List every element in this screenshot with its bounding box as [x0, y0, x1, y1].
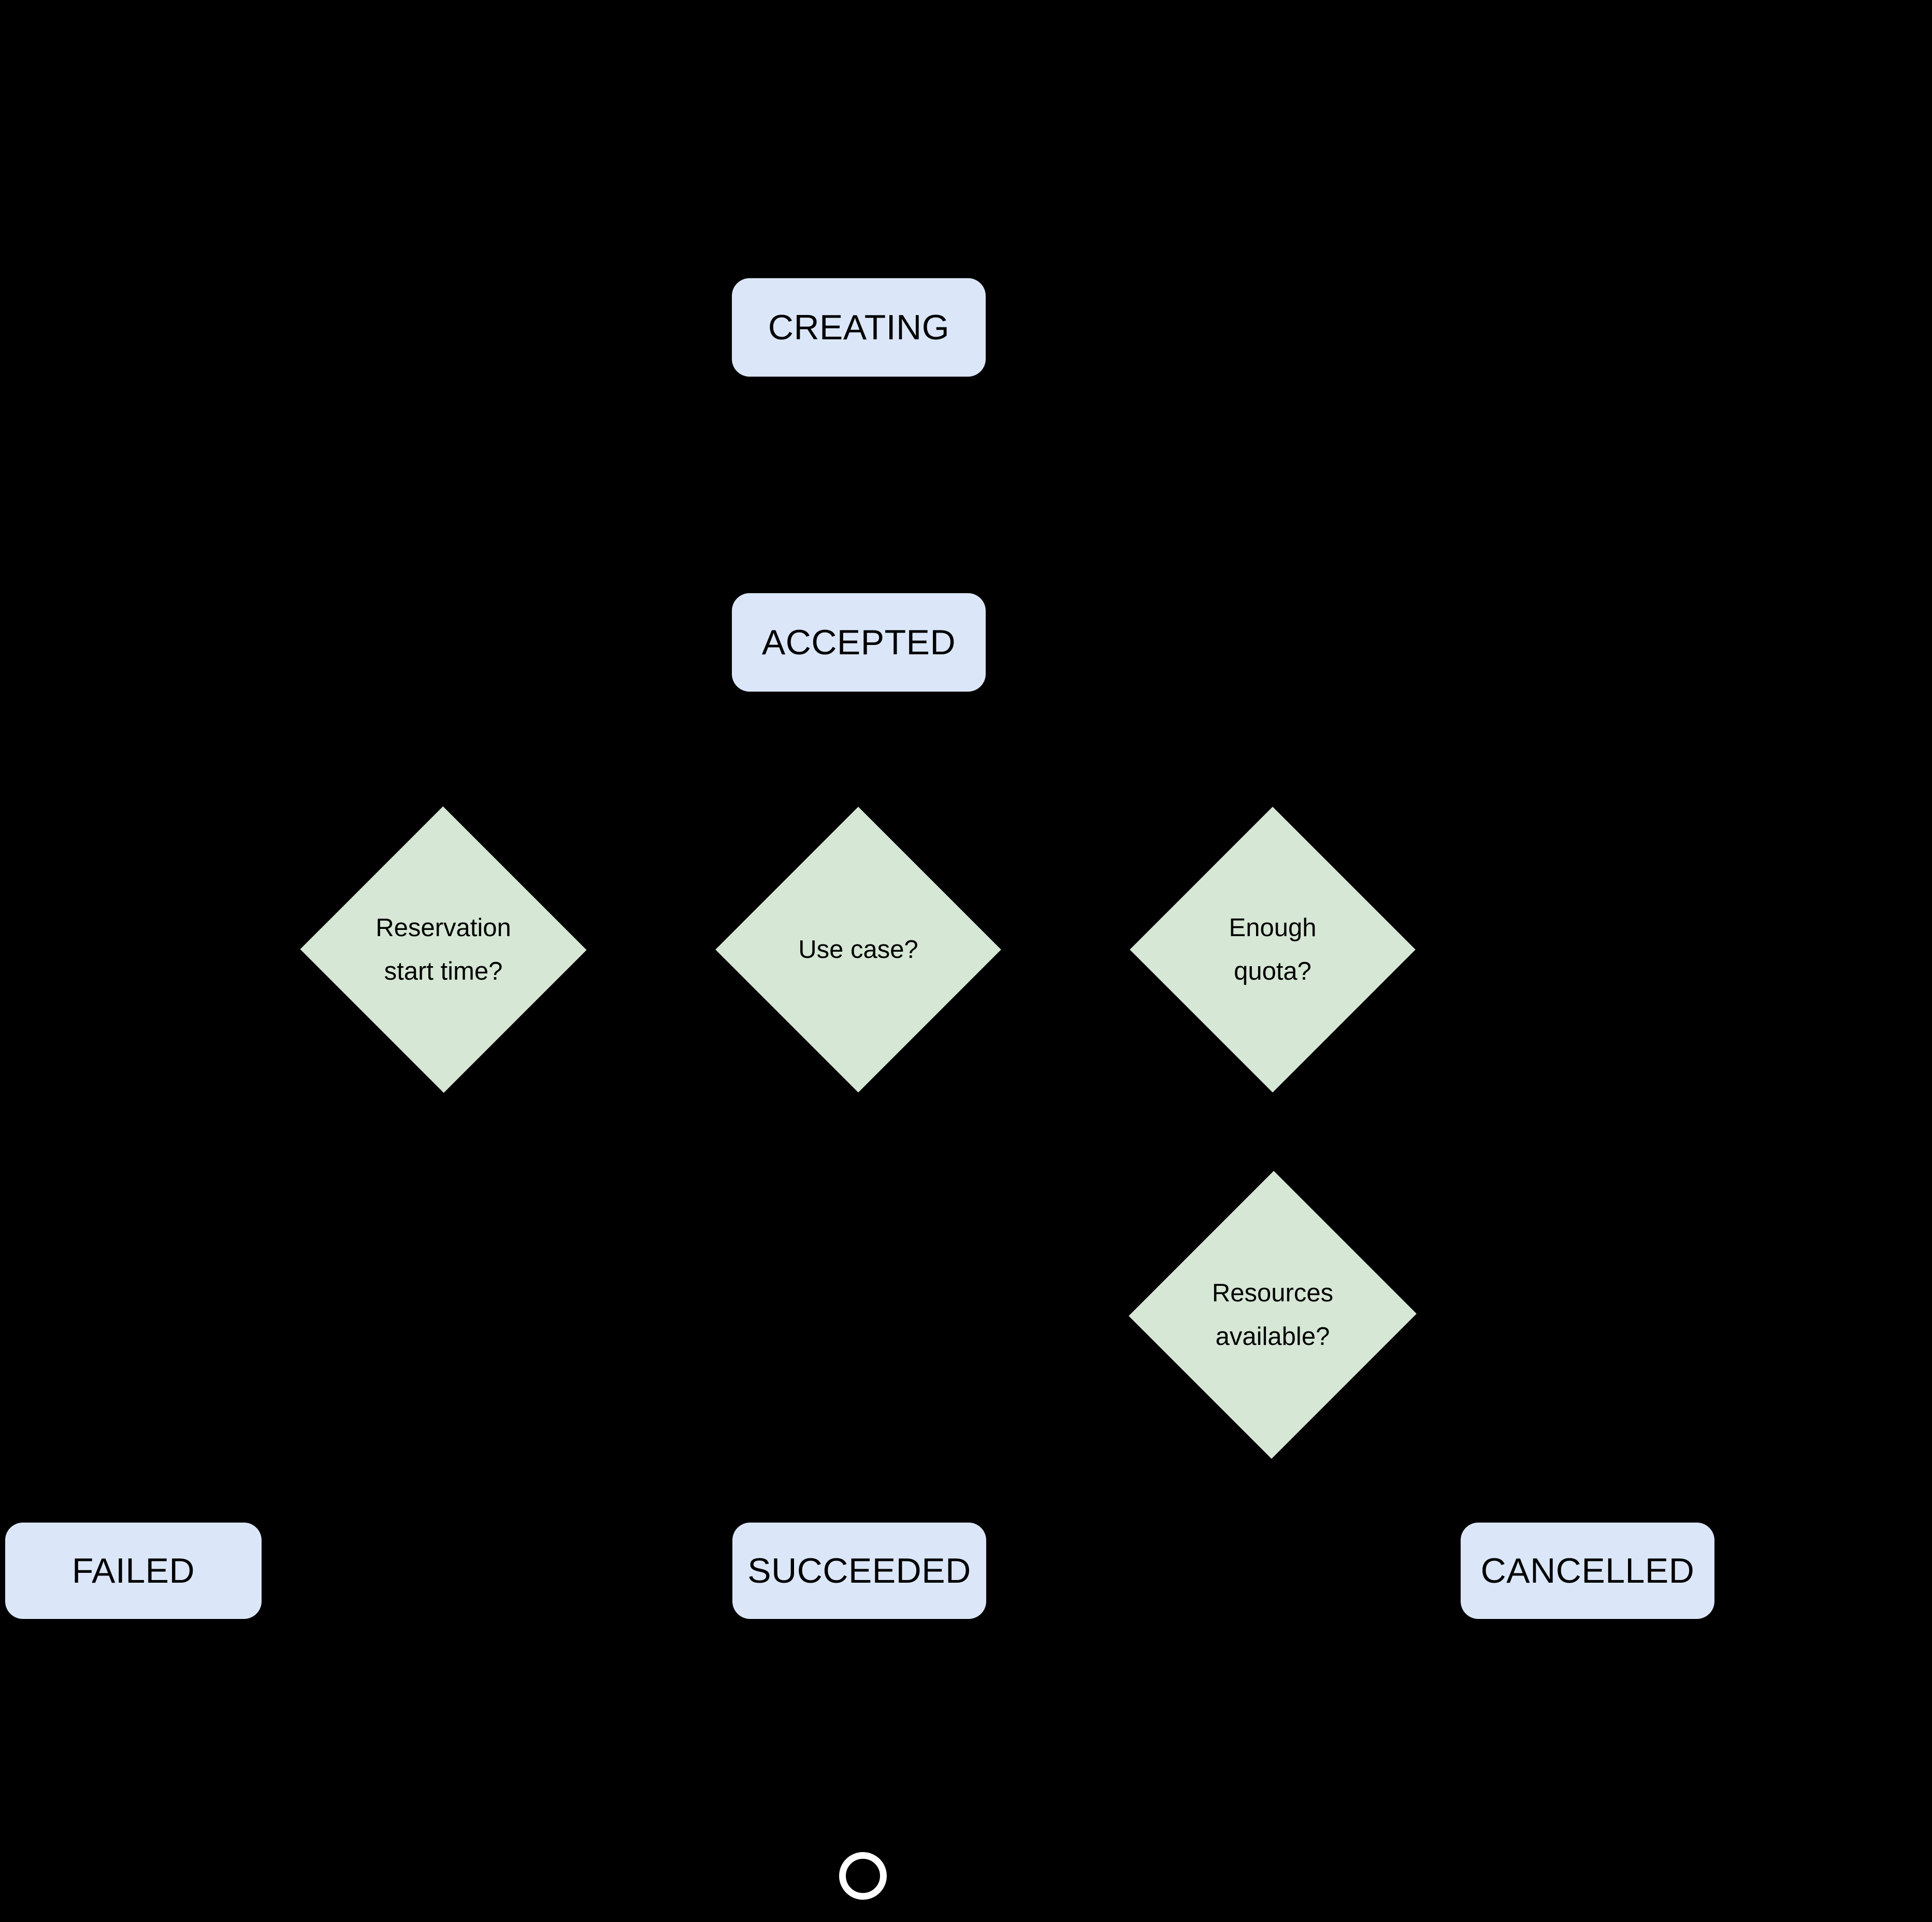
state-node-cancelled[interactable]: CANCELLED [1461, 1523, 1714, 1619]
decision-label-line-2: start time? [384, 957, 503, 985]
decision-node-resources-available[interactable]: Resources available? [1129, 1171, 1417, 1459]
decision-label: Reservation start time? [342, 849, 545, 1051]
decision-label-line-2: quota? [1234, 957, 1311, 985]
decision-label: Enough quota? [1172, 849, 1374, 1051]
decision-label-line-1: Use case? [798, 935, 918, 964]
decision-label-line-1: Enough [1229, 913, 1317, 942]
decision-label: Use case? [757, 849, 959, 1051]
decision-node-enough-quota[interactable]: Enough quota? [1130, 807, 1416, 1093]
state-node-creating[interactable]: CREATING [732, 278, 986, 377]
decision-node-reservation-start-time[interactable]: Reservation start time? [300, 806, 587, 1093]
decision-label: Resources available? [1172, 1212, 1374, 1417]
state-node-succeeded[interactable]: SUCCEEDED [732, 1523, 986, 1619]
decision-node-use-case[interactable]: Use case? [715, 807, 1001, 1093]
decision-label-line-1: Reservation [376, 913, 511, 942]
state-node-failed[interactable]: FAILED [5, 1523, 262, 1619]
end-terminator-circle[interactable] [839, 1852, 887, 1900]
state-node-accepted[interactable]: ACCEPTED [732, 593, 986, 692]
decision-label-line-1: Resources [1212, 1279, 1334, 1307]
decision-label-line-2: available? [1215, 1323, 1330, 1351]
